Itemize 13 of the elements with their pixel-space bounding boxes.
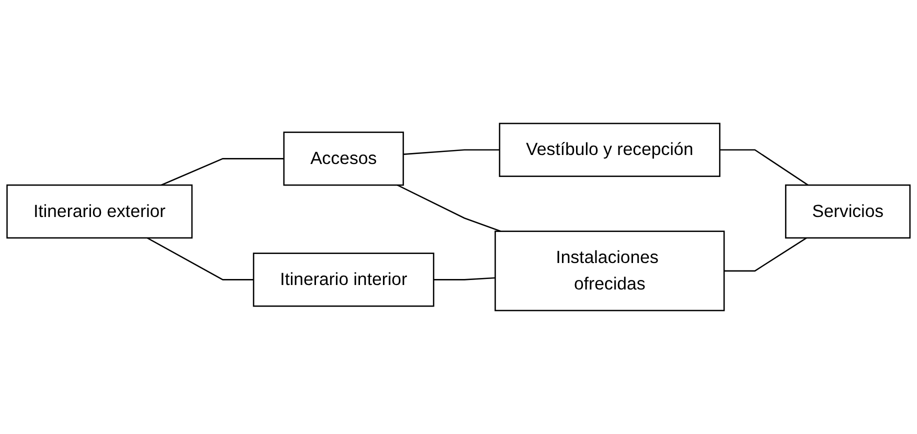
connector (146, 237, 254, 280)
node-box: Servicios (785, 184, 911, 239)
connector (434, 277, 496, 280)
connector (397, 184, 501, 232)
connector (403, 149, 500, 155)
connector (724, 237, 807, 272)
node-box: Itinerario interior (252, 252, 434, 307)
connector (720, 149, 808, 186)
connector (160, 158, 284, 186)
node-box: Accesos (283, 132, 404, 186)
node-box: Vestíbulo y recepción (498, 122, 720, 177)
node-box: Itinerario exterior (6, 184, 193, 239)
node-box: Instalaciones ofrecidas (494, 230, 725, 312)
